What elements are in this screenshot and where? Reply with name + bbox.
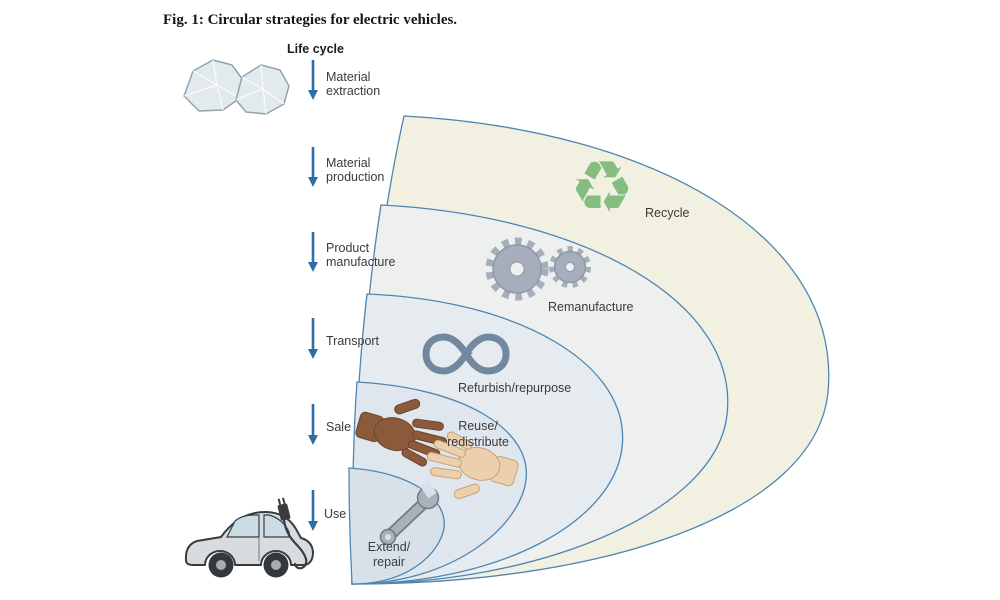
life-cycle-label: Life cycle xyxy=(287,42,344,56)
strategy-label-reuse-2: redistribute xyxy=(447,435,509,449)
car-window-front xyxy=(226,514,260,538)
infinity-loop-icon xyxy=(422,333,510,375)
strategy-label-extend-1: Extend/ xyxy=(368,540,411,554)
strategy-label-refurbish-repurpose: Refurbish/repurpose xyxy=(458,381,571,395)
stage-label-material-extraction-1: Material xyxy=(326,70,370,84)
figure-title: Fig. 1: Circular strategies for electric… xyxy=(163,12,457,28)
stage-label-transport: Transport xyxy=(326,334,380,348)
charging-cable xyxy=(282,518,308,570)
rock-left xyxy=(183,59,244,112)
strategy-label-recycle: Recycle xyxy=(645,206,690,220)
stage-label-product-manufacture-2: manufacture xyxy=(326,255,396,269)
gear-small-hole xyxy=(565,262,575,272)
car-wheel-rear-hub xyxy=(271,560,281,570)
flow-arrow-6-head xyxy=(308,521,318,531)
gear-big-teeth xyxy=(485,237,549,301)
infinity-arrowhead xyxy=(462,349,473,361)
stage-label-material-production-2: production xyxy=(326,170,384,184)
strategy-label-extend-2: repair xyxy=(373,555,405,569)
strategy-label-remanufacture: Remanufacture xyxy=(548,300,634,314)
recycle-symbol-icon: ♻ xyxy=(570,145,635,229)
flow-arrow-5-head xyxy=(308,435,318,445)
life-cycle-arrows xyxy=(308,60,318,531)
wrench-icon xyxy=(379,480,440,546)
electric-car-charging-icon xyxy=(184,497,314,578)
flow-arrow-1-head xyxy=(308,90,318,100)
flow-arrow-3-head xyxy=(308,262,318,272)
rock-left-facets xyxy=(183,59,241,111)
flow-arrow-2-head xyxy=(308,177,318,187)
plug-body xyxy=(277,503,291,521)
gears-icon xyxy=(485,237,591,301)
gear-big-hole xyxy=(509,261,525,277)
stage-label-use: Use xyxy=(324,507,346,521)
raw-minerals-icon xyxy=(183,59,290,115)
stage-label-sale: Sale xyxy=(326,420,351,434)
wrench-ring-hole xyxy=(385,534,391,540)
strategy-label-reuse-1: Reuse/ xyxy=(458,419,498,433)
stage-label-product-manufacture-1: Product xyxy=(326,241,370,255)
gear-small-teeth xyxy=(549,246,591,288)
stage-label-material-extraction-2: extraction xyxy=(326,84,380,98)
wrench-handle xyxy=(385,498,429,540)
wrench-jaw-notch xyxy=(419,480,437,499)
plug-prong-2 xyxy=(282,497,286,504)
flow-arrow-4-head xyxy=(308,349,318,359)
plug-prong-1 xyxy=(277,498,282,505)
stage-label-material-production-1: Material xyxy=(326,156,370,170)
car-wheel-front-hub xyxy=(216,560,226,570)
rock-right-facets xyxy=(235,64,285,115)
charging-plug-icon xyxy=(277,497,291,521)
